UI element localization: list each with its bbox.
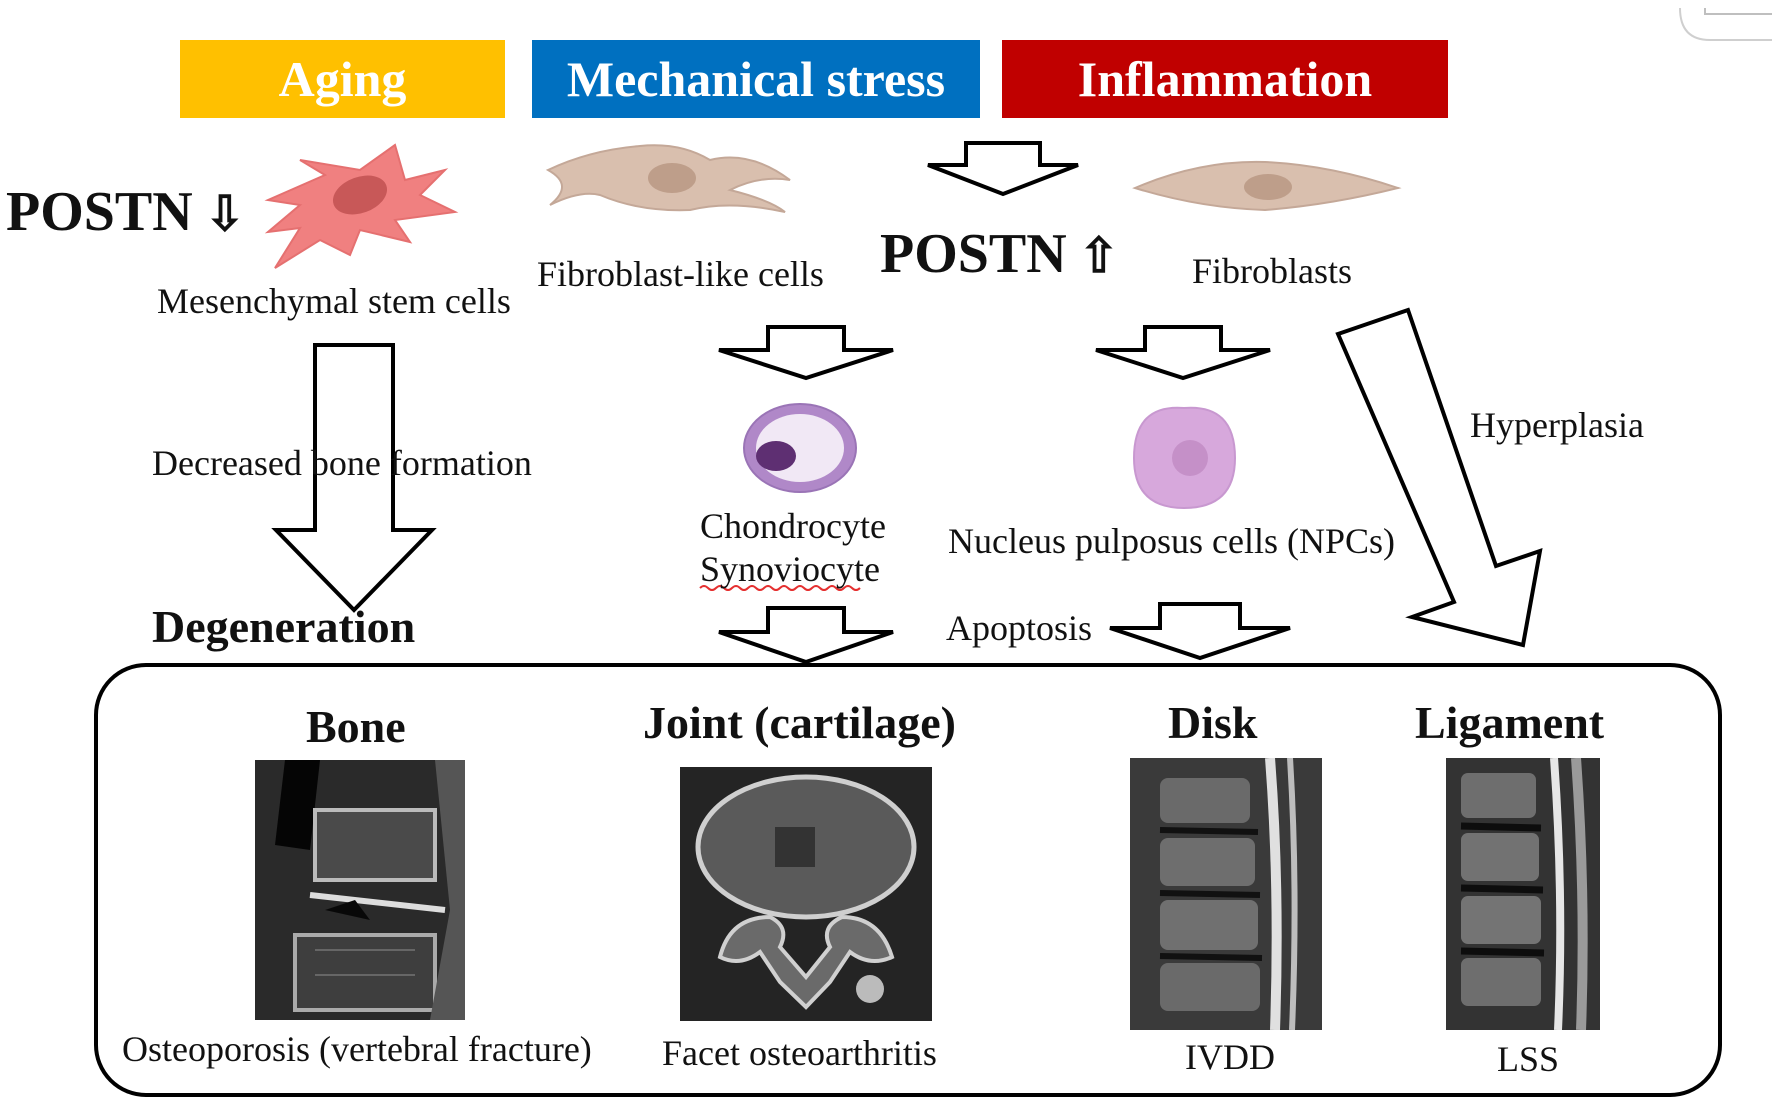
bone-title: Bone [306, 701, 406, 752]
tissue-box [94, 663, 1722, 1097]
to-chondrocyte-arrow [718, 325, 894, 381]
inflammation-label: Inflammation [1077, 51, 1373, 107]
apoptosis-label: Apoptosis [946, 608, 1093, 648]
to-disk-arrow [1109, 602, 1291, 661]
disk-title: Disk [1168, 697, 1258, 748]
npc-label: Nucleus pulposus cells (NPCs) [948, 521, 1395, 561]
mechanical-stress-label: Mechanical stress [566, 51, 946, 107]
inflammation-down-arrow [927, 141, 1079, 197]
ligament-caption: LSS [1497, 1039, 1560, 1079]
ligament-title: Ligament [1415, 697, 1605, 748]
chondrocyte-cell-icon [743, 403, 857, 493]
chondrocyte-label: Chondrocyte [700, 506, 886, 546]
npc-cell-icon [1132, 406, 1237, 510]
fibroblasts-label: Fibroblasts [1192, 251, 1353, 291]
mesenchymal-stem-cell-icon [264, 143, 459, 269]
aging-header: Aging [180, 40, 505, 118]
to-joint-arrow [718, 606, 894, 665]
hyperplasia-arrow [1335, 307, 1543, 648]
bone-caption: Osteoporosis (vertebral fracture) [122, 1029, 592, 1069]
corner-artifact [1679, 7, 1772, 41]
disk-caption: IVDD [1185, 1037, 1275, 1077]
fibroblast-like-label: Fibroblast-like cells [537, 254, 824, 294]
bone-ct-image [255, 760, 465, 1020]
postn-down-label: POSTN ⇩ [6, 180, 245, 244]
up-arrow-icon: ⇧ [1066, 230, 1119, 283]
msc-label: Mesenchymal stem cells [157, 281, 511, 321]
corner-artifact-inner [1704, 8, 1772, 15]
fibroblast-cell-icon [1132, 160, 1402, 212]
to-npc-arrow [1095, 325, 1271, 381]
joint-title: Joint (cartilage) [643, 697, 956, 748]
inflammation-header: Inflammation [1002, 40, 1448, 118]
synoviocyte-label: Synoviocyte [700, 549, 880, 589]
postn-up-text: POSTN [880, 223, 1067, 285]
joint-caption: Facet osteoarthritis [662, 1033, 937, 1073]
degeneration-label: Degeneration [152, 601, 416, 652]
disk-mri-image [1130, 758, 1322, 1030]
mechanical-stress-header: Mechanical stress [532, 40, 980, 118]
spellcheck-squiggle [699, 585, 861, 591]
facet-ct-image [680, 767, 932, 1021]
ligament-mri-image [1446, 758, 1600, 1030]
decreased-bone-formation-label: Decreased bone formation [152, 443, 532, 483]
postn-up-label: POSTN ⇧ [880, 222, 1119, 286]
aging-label: Aging [278, 51, 407, 107]
postn-down-text: POSTN [6, 181, 193, 243]
bone-formation-arrow [271, 343, 437, 613]
hyperplasia-label: Hyperplasia [1470, 405, 1644, 445]
down-arrow-icon: ⇩ [192, 188, 245, 241]
fibroblast-like-cell-icon [545, 144, 791, 213]
